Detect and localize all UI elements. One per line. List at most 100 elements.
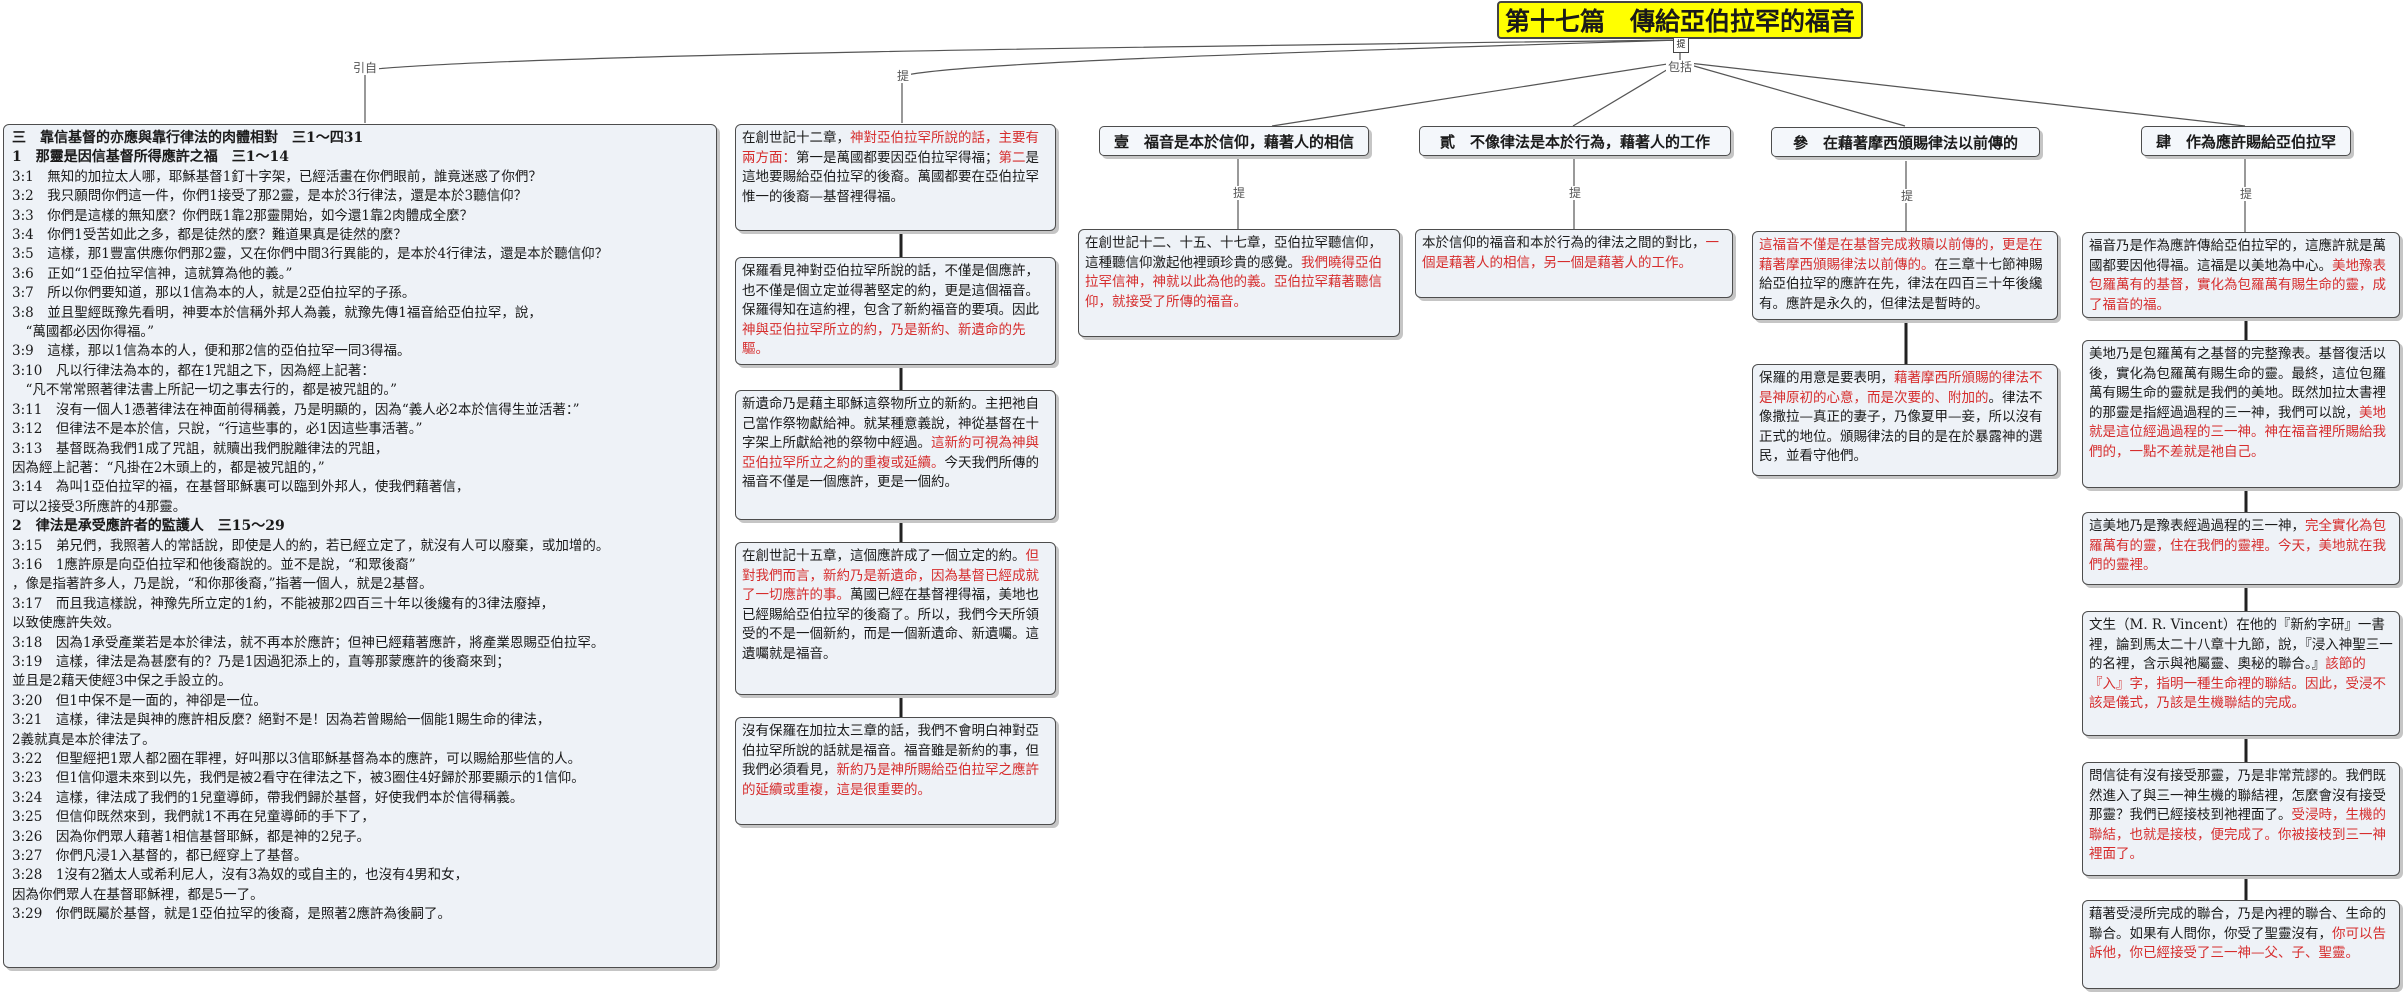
section-2-header[interactable]: 貳 不像律法是本於行為，藉著人的工作 bbox=[1419, 126, 1731, 156]
edge-label-ti-sec4: 提 bbox=[2238, 187, 2255, 201]
verse-line: 可以2接受3所應許的4那靈。 bbox=[12, 498, 187, 515]
section-3-note-1: 這福音不僅是在基督完成救贖以前傳的，更是在藉著摩西頒賜律法以前傳的。在三章十七節… bbox=[1752, 231, 2058, 320]
verse-line: 3:24 這樣，律法成了我們的1兒童導師，帶我們歸於基督，好使我們本於信得稱義。 bbox=[12, 789, 524, 806]
section-4-note-3: 這美地乃是豫表經過過程的三一神，完全實化為包羅萬有的靈，住在我們的靈裡。今天，美… bbox=[2082, 512, 2400, 585]
note-text: 是這地要賜給亞伯拉罕的後裔。萬國都要在亞伯拉罕惟一的後裔—基督裡得福。 bbox=[742, 149, 1039, 205]
verse-heading: 2 律法是承受應許者的監護人 三15～29 bbox=[12, 518, 285, 535]
note-text: 萬國已經在基督裡得福，美地也已經賜給亞伯拉罕的後裔了。所以，我們今天所領受的不是… bbox=[742, 587, 1039, 662]
highlight-text: 第二 bbox=[998, 149, 1026, 166]
verse-line: 3:9 這樣，那以1信為本的人，便和那2信的亞伯拉罕一同3得福。 bbox=[12, 343, 411, 360]
highlight-text: 你可以告訴他，你已經接受了三一神—父、子、聖靈。 bbox=[2089, 925, 2386, 962]
verse-line: 3:27 你們凡浸1入基督的，都已經穿上了基督。 bbox=[12, 848, 308, 865]
section-4-note-5: 問信徒有沒有接受那靈，乃是非常荒謬的。我們既然進入了與三一神生機的聯結裡，怎麼會… bbox=[2082, 762, 2400, 876]
highlight-text: 美地豫表包羅萬有的基督，實化為包羅萬有賜生命的靈，成了福音的福。 bbox=[2089, 257, 2386, 313]
verse-line: 2義就真是本於律法了。 bbox=[12, 731, 156, 748]
note-icon[interactable]: 提 bbox=[1673, 37, 1689, 53]
verse-line: 3:16 1應許原是向亞伯拉罕和他後裔說的。並不是說，“和眾後裔” bbox=[12, 556, 416, 573]
section-4-header[interactable]: 肆 作為應許賜給亞伯拉罕 bbox=[2141, 126, 2351, 156]
note-text: 文生（M. R. Vincent）在他的『新約字研』一書裡，論到馬太二十八章十九… bbox=[2089, 617, 2393, 672]
verse-line: ，像是指著許多人，乃是說，“和你那後裔，”指著一個人，就是2基督。 bbox=[12, 576, 433, 593]
section-1-note: 在創世記十二、十五、十七章，亞伯拉罕聽信仰，這種聽信仰激起他裡頭珍貴的感覺。我們… bbox=[1078, 229, 1400, 337]
verse-line: 3:1 無知的加拉太人哪，耶穌基督1釘十字架，已經活畫在你們眼前，誰竟迷惑了你們… bbox=[12, 168, 542, 185]
edge-label-yinzi: 引自 bbox=[351, 61, 380, 75]
section-4-note-2: 美地乃是包羅萬有之基督的完整豫表。基督復活以後，實化為包羅萬有賜生命的靈。最終，… bbox=[2082, 340, 2400, 488]
highlight-text: 新約乃是神所賜給亞伯拉罕之應許的延續或重複，這是很重要的。 bbox=[742, 762, 1039, 798]
highlight-text: 但對我們而言，新約乃是新遺命，因為基督已經成就了一切應許的事。 bbox=[742, 548, 1039, 603]
section-3-note-2: 保羅的用意是要表明，藉著摩西所頒賜的律法不是神原初的心意，而是次要的、附加的。律… bbox=[1752, 364, 2058, 476]
note-text: 問信徒有沒有接受那靈，乃是非常荒謬的。我們既然進入了與三一神生機的聯結裡，怎麼會… bbox=[2089, 768, 2386, 823]
section-3-header[interactable]: 參 在藉著摩西頒賜律法以前傳的 bbox=[1771, 127, 2040, 157]
verse-line: 3:18 因為1承受產業若是本於律法，就不再本於應許；但神已經藉著應許，將產業恩… bbox=[12, 634, 605, 651]
verse-line: “萬國都必因你得福。” bbox=[12, 324, 155, 341]
note-text: 沒有保羅在加拉太三章的話，我們不會明白神對亞伯拉罕所說的話就是福音。福音雖是新約… bbox=[742, 723, 1039, 778]
section-4-note-1: 福音乃是作為應許傳給亞伯拉罕的，這應許就是萬國都要因他得福。這福是以美地為中心。… bbox=[2082, 232, 2400, 318]
note-text: 保羅的用意是要表明， bbox=[1759, 370, 1894, 386]
highlight-text: 藉著摩西所頒賜的律法不是神原初的心意，而是次要的、附加的 bbox=[1759, 370, 2043, 406]
verse-line: “凡不常常照著律法書上所記一切之事去行的，都是被咒詛的。” bbox=[12, 382, 398, 399]
edge-label-ti-sec3: 提 bbox=[1899, 189, 1916, 203]
verse-heading: 1 那靈是因信基督所得應許之福 三1～14 bbox=[12, 149, 289, 166]
edge-root-middle bbox=[901, 39, 1681, 123]
section-1-header[interactable]: 壹 福音是本於信仰，藉著人的相信 bbox=[1099, 126, 1369, 156]
note-card-covenant: 保羅看見神對亞伯拉罕所說的話，不僅是個應許，也不僅是個立定並得著堅定的約，更是這… bbox=[735, 257, 1056, 365]
edge-hub-sec1 bbox=[1271, 61, 1681, 127]
verse-line: 3:2 我只願問你們這一件，你們1接受了那2靈，是本於3行律法，還是本於3聽信仰… bbox=[12, 188, 528, 205]
edge-hub-sec2 bbox=[1572, 61, 1681, 127]
verse-line: 3:13 基督既為我們1成了咒詛，就贖出我們脫離律法的咒詛， bbox=[12, 440, 389, 457]
highlight-text: 這福音不僅是在基督完成救贖以前傳的，更是在藉著摩西頒賜律法以前傳的。 bbox=[1759, 237, 2043, 273]
verse-line: 3:14 為叫1亞伯拉罕的福，在基督耶穌裏可以臨到外邦人，使我們藉著信， bbox=[12, 479, 470, 496]
edge-label-ti-sec2: 提 bbox=[1567, 186, 1584, 200]
verse-line: 3:5 這樣，那1豐富供應你們那2靈，又在你們中間3行異能的，是本於4行律法，還… bbox=[12, 246, 609, 263]
note-text: 福音乃是作為應許傳給亞伯拉罕的，這應許就是萬國都要因他得福。這福是以美地為中心。 bbox=[2089, 238, 2386, 274]
note-text: 這美地乃是豫表經過過程的三一神， bbox=[2089, 518, 2305, 534]
diagram-title: 第十七篇 傳給亞伯拉罕的福音 bbox=[1497, 1, 1863, 39]
highlight-text: 神與亞伯拉罕所立的約，乃是新約、新遺命的先驅。 bbox=[742, 321, 1026, 358]
verse-line: 因為經上記著：“凡掛在2木頭上的，都是被咒詛的，” bbox=[12, 459, 325, 476]
verse-line: 3:29 你們既屬於基督，就是1亞伯拉罕的後裔，是照著2應許為後嗣了。 bbox=[12, 906, 451, 923]
verse-line: 3:6 正如“1亞伯拉罕信神，這就算為他的義。” bbox=[12, 265, 293, 282]
edge-label-baokuo: 包括 bbox=[1666, 60, 1695, 74]
verse-line: 以致使應許失效。 bbox=[12, 615, 120, 632]
note-card-gen15: 在創世記十五章，這個應許成了一個立定的約。但對我們而言，新約乃是新遺命，因為基督… bbox=[735, 542, 1056, 695]
verse-text-box: 三 靠信基督的亦應與靠行律法的肉體相對 三1～四31 1 那靈是因信基督所得應許之… bbox=[3, 124, 717, 968]
verse-line: 3:15 弟兄們，我照著人的常話說，即使是人的約，若已經立定了，就沒有人可以廢棄… bbox=[12, 537, 610, 554]
note-text: 今天我們所傳的福音不僅是一個應許，更是一個約。 bbox=[742, 454, 1039, 491]
note-card-galatians3: 沒有保羅在加拉太三章的話，我們不會明白神對亞伯拉罕所說的話就是福音。福音雖是新約… bbox=[735, 717, 1056, 825]
section-4-note-6: 藉著受浸所完成的聯合，乃是內裡的聯合、生命的聯合。如果有人問你，你受了聖靈沒有，… bbox=[2082, 900, 2400, 989]
highlight-text: 受浸時，生機的聯結，也就是接枝，便完成了。你被接枝到三一神裡面了。 bbox=[2089, 807, 2386, 862]
verse-line: 3:3 你們是這樣的無知麼？你們既1靠2那靈開始，如今還1靠2肉體成全麼？ bbox=[12, 207, 474, 224]
note-card-gen12: 在創世記十二章，神對亞伯拉罕所說的話，主要有兩方面：第一是萬國都要因亞伯拉罕得福… bbox=[735, 124, 1056, 231]
note-text: 本於信仰的福音和本於行為的律法之間的對比， bbox=[1422, 235, 1706, 251]
note-text: 。律法不像撒拉—真正的妻子，乃像夏甲—妾，所以沒有正式的地位。頒賜律法的目的是在… bbox=[1759, 389, 2043, 465]
highlight-text: 該節的『入』字，指明一種生命裡的聯結。因此，受浸不該是儀式，乃該是生機聯結的完成… bbox=[2089, 656, 2386, 711]
verse-line: 3:10 凡以行律法為本的，都在1咒詛之下，因為經上記著： bbox=[12, 362, 375, 379]
note-text: 美地乃是包羅萬有之基督的完整豫表。基督復活以後，實化為包羅萬有賜生命的靈。最終，… bbox=[2089, 346, 2386, 421]
highlight-text: 這新約可視為神與亞伯拉罕所立之約的重複或延續。 bbox=[742, 435, 1039, 471]
note-text: 在創世記十二、十五、十七章，亞伯拉罕聽信仰，這種聽信仰激起他裡頭珍貴的感覺。 bbox=[1085, 235, 1382, 271]
verse-line: 3:12 但律法不是本於信，只說，“行這些事的，必1因這些事活著。” bbox=[12, 421, 423, 438]
verse-heading: 三 靠信基督的亦應與靠行律法的肉體相對 三1～四31 bbox=[12, 130, 364, 146]
note-text: 第一是萬國都要因亞伯拉罕得福； bbox=[796, 149, 999, 166]
highlight-text: 一個是藉著人的相信，另一個是藉著人的工作。 bbox=[1422, 235, 1719, 271]
verse-line: 3:7 所以你們要知道，那以1信為本的人，就是2亞伯拉罕的子孫。 bbox=[12, 285, 416, 302]
section-2-note: 本於信仰的福音和本於行為的律法之間的對比，一個是藉著人的相信，另一個是藉著人的工… bbox=[1415, 229, 1733, 298]
note-text: 新遺命乃是藉主耶穌這祭物所立的新約。主把祂自己當作祭物獻給神。就某種意義說，神從… bbox=[742, 396, 1039, 451]
section-4-note-4: 文生（M. R. Vincent）在他的『新約字研』一書裡，論到馬太二十八章十九… bbox=[2082, 611, 2400, 736]
verse-line: 3:25 但信仰既然來到，我們就1不再在兒童導師的手下了， bbox=[12, 809, 375, 826]
note-text: 保羅看見神對亞伯拉罕所說的話，不僅是個應許，也不僅是個立定並得著堅定的約，更是這… bbox=[742, 263, 1039, 318]
note-text: 在三章十七節神賜給亞伯拉罕的應許在先，律法在四百三十年後纔有。應許是永久的，但律… bbox=[1759, 256, 2043, 312]
highlight-text: 神對亞伯拉罕所說的話，主要有兩方面： bbox=[742, 130, 1039, 166]
note-text: 在創世記十二章， bbox=[742, 130, 850, 146]
verse-line: 3:17 而且我這樣說，神豫先所立定的1約，不能被那2四百三十年以後纔有的3律法… bbox=[12, 595, 555, 612]
verse-line: 3:19 這樣，律法是為甚麼有的？乃是1因過犯添上的，直等那蒙應許的後裔來到； bbox=[12, 653, 510, 670]
edge-hub-sec3 bbox=[1679, 61, 1906, 127]
verse-line: 3:28 1沒有2猶太人或希利尼人，沒有3為奴的或自主的，也沒有4男和女， bbox=[12, 867, 469, 884]
highlight-text: 我們曉得亞伯拉罕信神，神就以此為他的義。亞伯拉罕藉著聽信仰，就接受了所傳的福音。 bbox=[1085, 254, 1382, 310]
edge-root-verses bbox=[364, 39, 1681, 123]
highlight-text: 完全實化為包羅萬有的靈，住在我們的靈裡。今天，美地就在我們的靈裡。 bbox=[2089, 518, 2386, 573]
note-text: 在創世記十五章，這個應許成了一個立定的約。 bbox=[742, 548, 1026, 564]
verse-line: 因為你們眾人在基督耶穌裡，都是5一了。 bbox=[12, 886, 264, 903]
verse-line: 3:26 因為你們眾人藉著1相信基督耶穌，都是神的2兒子。 bbox=[12, 828, 370, 845]
edge-label-ti-sec1: 提 bbox=[1231, 186, 1248, 200]
